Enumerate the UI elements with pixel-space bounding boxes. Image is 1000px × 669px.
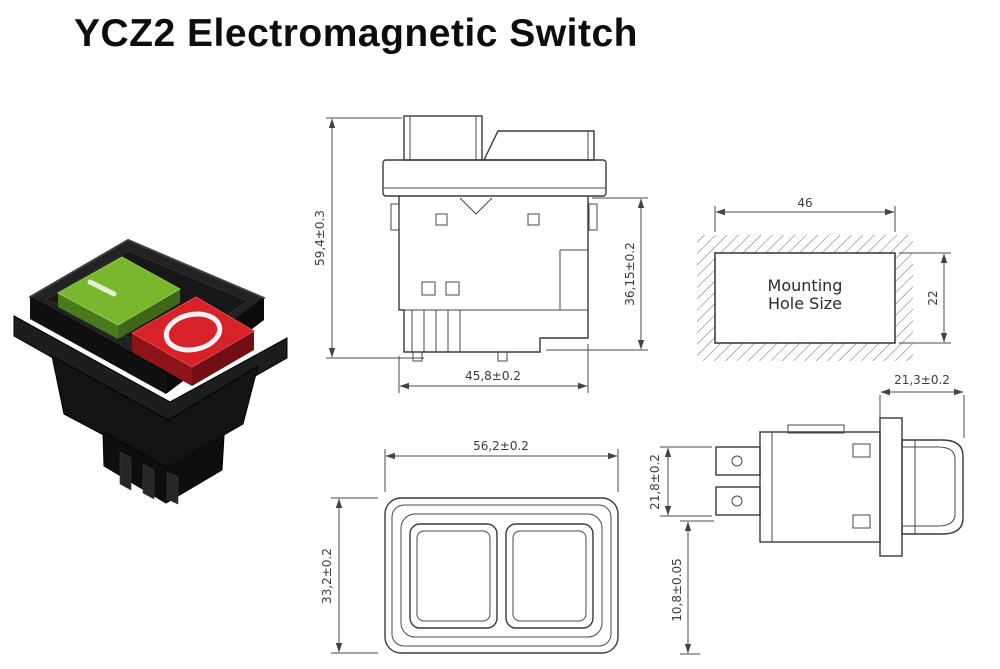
dimension-side-terminal-height: 21,8±0.2 <box>648 446 712 517</box>
dimension-hole-width: 46 <box>714 196 896 232</box>
dimension-front-width: 45,8±0.2 <box>398 344 589 393</box>
page-title: YCZ2 Electromagnetic Switch <box>74 12 638 55</box>
start-button-side <box>118 289 180 339</box>
start-button-side <box>58 293 118 339</box>
dimension-front-total-height: 59,4±0.3 <box>313 117 424 359</box>
side-view: 21,3±0.2 21,8±0.2 10,8±0.05 <box>648 373 965 655</box>
start-button[interactable] <box>56 256 182 339</box>
mounting-hole-label-line2: Hole Size <box>768 294 842 313</box>
side-clip <box>852 443 871 458</box>
side-flange <box>879 417 903 557</box>
stop-button-side <box>192 331 254 386</box>
side-button-cap-inner <box>901 446 956 527</box>
front-connector-right <box>482 130 595 161</box>
start-button-top <box>56 256 182 326</box>
front-flange <box>382 159 607 197</box>
dim-label-front-width: 45,8±0.2 <box>465 369 521 383</box>
top-right-button-opening <box>505 523 594 629</box>
dimension-hole-height: 22 <box>899 252 951 344</box>
side-top-bump <box>787 424 845 434</box>
top-right-button-inner <box>512 530 587 622</box>
switch-flange <box>13 315 288 425</box>
dim-label-top-width: 56,2±0.2 <box>473 439 529 453</box>
front-view: 59,4±0.3 36,15±0.2 45,8±0.2 <box>313 115 648 393</box>
top-inner-outline <box>391 504 612 647</box>
dim-label-side-depth: 21,3±0.2 <box>894 373 950 387</box>
side-terminal-pin <box>731 455 743 467</box>
front-pin <box>412 351 423 362</box>
mounting-hole-rect <box>714 252 896 344</box>
top-left-button-inner <box>416 530 491 622</box>
dimension-top-width: 56,2±0.2 <box>384 439 619 492</box>
side-button-cap <box>901 439 964 535</box>
front-clip-right <box>588 203 598 231</box>
stop-button-side <box>132 333 192 386</box>
side-clip <box>852 514 871 529</box>
switch-bezel-highlight <box>29 238 265 299</box>
power-off-icon <box>163 311 223 353</box>
top-view: 56,2±0.2 33,2±0.2 <box>320 439 619 654</box>
front-detail-square <box>527 213 540 226</box>
front-detail-square <box>435 213 448 226</box>
switch-bezel-side-left <box>30 297 166 394</box>
front-connector-left <box>403 115 483 161</box>
switch-pin <box>119 451 132 491</box>
dimension-side-depth: 21,3±0.2 <box>879 373 965 438</box>
power-on-icon <box>87 279 117 297</box>
side-terminal-pin <box>731 495 743 507</box>
front-pin <box>497 351 508 362</box>
side-terminal-upper <box>715 446 761 476</box>
product-photo <box>13 238 288 505</box>
dim-label-hole-width: 46 <box>797 196 812 210</box>
top-outer-outline <box>384 497 619 654</box>
top-button-area <box>400 513 603 638</box>
dimension-front-body-height: 36,15±0.2 <box>546 197 648 351</box>
side-body <box>759 431 881 543</box>
switch-terminal-block <box>102 431 225 504</box>
dim-label-top-height: 33,2±0.2 <box>320 548 334 604</box>
dimension-top-height: 33,2±0.2 <box>320 497 378 654</box>
dim-label-side-terminal-height: 21,8±0.2 <box>648 454 662 510</box>
dim-label-side-pin-offset: 10,8±0.05 <box>670 558 684 622</box>
front-clip-left <box>390 203 400 231</box>
side-terminal-lower <box>715 486 761 516</box>
front-detail-square <box>421 281 436 296</box>
switch-pin <box>142 463 155 500</box>
top-left-button-opening <box>409 523 498 629</box>
dim-label-front-body-height: 36,15±0.2 <box>623 242 637 306</box>
dim-label-hole-height: 22 <box>926 290 940 305</box>
front-detail-square <box>445 281 460 296</box>
stop-button[interactable] <box>130 296 255 386</box>
front-vee-notch <box>459 197 493 215</box>
mounting-hole-view: Mounting Hole Size 46 22 <box>697 196 951 361</box>
mounting-hole-label-line1: Mounting <box>768 276 843 295</box>
dimension-side-pin-offset: 10,8±0.05 <box>670 520 714 655</box>
stop-button-top <box>130 296 255 368</box>
switch-lower-body <box>51 355 259 469</box>
dim-label-front-total-height: 59,4±0.3 <box>313 210 327 266</box>
switch-pin <box>166 471 179 505</box>
